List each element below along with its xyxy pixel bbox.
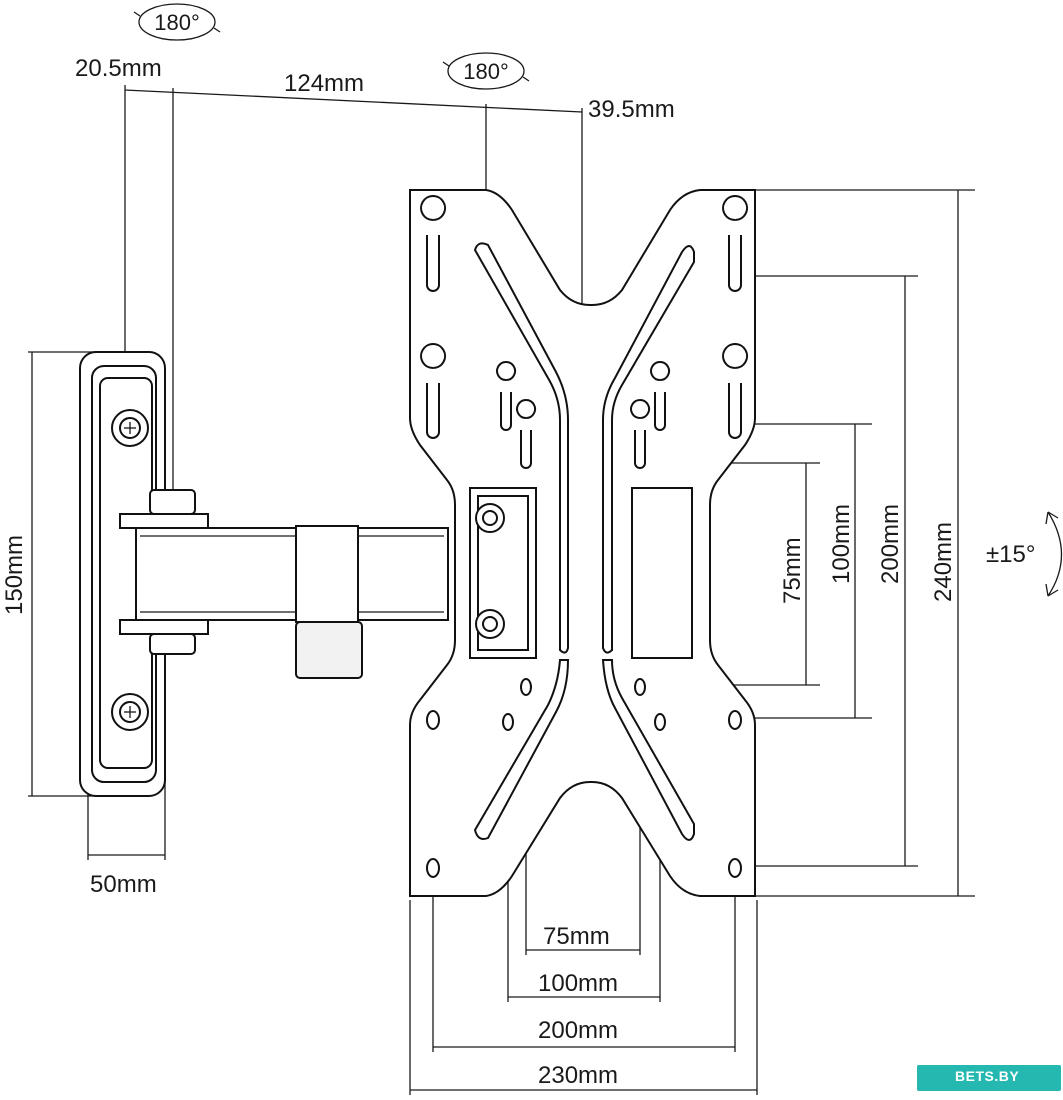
arm-length-label: 124mm [284,70,364,97]
keyhole-slots [420,195,749,469]
wall-plate [79,351,166,797]
mounting-holes [426,678,742,878]
vesa-v-75-label: 75mm [779,537,806,604]
vesa-h-100-label: 100mm [538,970,618,997]
vesa-h-75-label: 75mm [543,923,610,950]
vesa-v-100-label: 100mm [828,504,855,584]
plate-offset-label: 39.5mm [588,96,675,123]
arm-offset-label: 20.5mm [75,55,162,82]
watermark-text: BETS.BY [955,1068,1020,1084]
swivel-top-right-label: 180° [463,59,509,84]
wall-plate-width-label: 50mm [90,871,157,898]
vesa-h-200-label: 200mm [538,1017,618,1044]
tv-mounting-plate [409,189,756,897]
wall-plate-height-label: 150mm [1,535,28,615]
plate-width-label: 230mm [538,1062,618,1089]
watermark-badge [917,1065,1061,1091]
swing-arm [119,489,449,679]
swivel-top-left-label: 180° [154,10,200,35]
vesa-v-200-label: 200mm [877,504,904,584]
plate-height-label: 240mm [930,522,957,602]
tilt-label: ±15° [986,541,1035,568]
rotation-symbols [133,3,1063,597]
